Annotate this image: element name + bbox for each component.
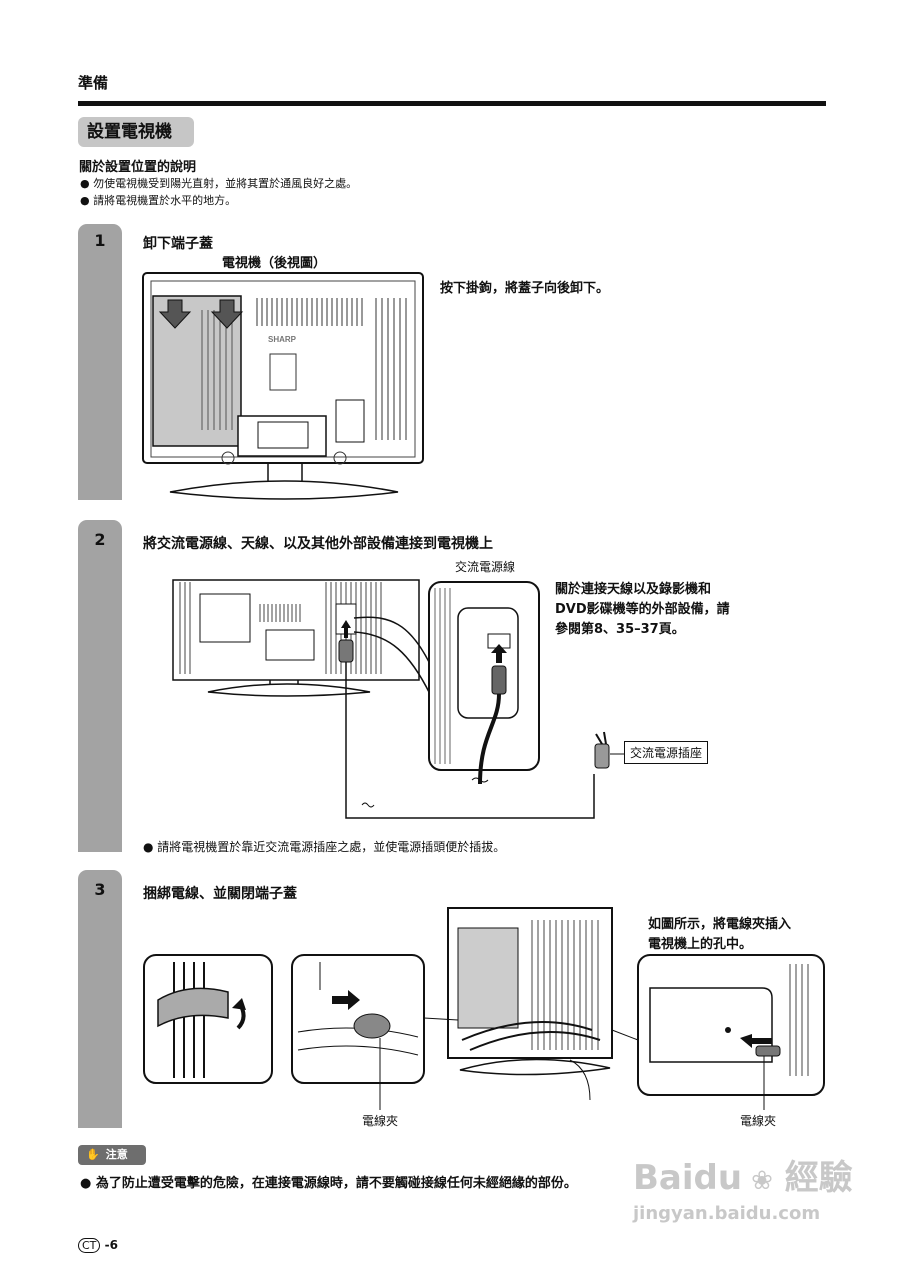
- tv-rear-view-illustration: SHARP: [142, 272, 424, 500]
- curved-arrow-icon: [232, 998, 246, 1030]
- down-arrow-icon: [158, 299, 192, 329]
- up-arrow-icon: [341, 620, 351, 638]
- power-connection-illustration: [172, 579, 624, 819]
- brand-logo: SHARP: [268, 335, 297, 344]
- caution-tag: ✋ 注意: [78, 1145, 146, 1165]
- clamp-detail-panel: [143, 954, 273, 1084]
- placement-heading: 關於設置位置的說明: [79, 160, 197, 175]
- baidu-watermark: Baidu ❀ 經驗 jingyan.baidu.com: [633, 1150, 863, 1250]
- down-arrow-icon: [210, 299, 244, 329]
- placement-bullet-1: ● 勿使電視機受到陽光直射，並將其置於通風良好之處。: [80, 177, 358, 190]
- wall-outlet-plug-icon: [594, 731, 610, 769]
- watermark-brand: Baidu: [633, 1158, 743, 1198]
- placement-bullet-2: ● 請將電視機置於水平的地方。: [80, 194, 237, 207]
- instruction-line: 電視機上的孔中。: [648, 937, 753, 952]
- step-1-bar: [78, 224, 122, 500]
- instruction-line: 如圖所示，將電線夾插入: [648, 917, 792, 932]
- page-number: -6: [104, 1238, 118, 1252]
- clamp-label-right: 電線夾: [740, 1114, 777, 1128]
- section-header: 準備: [78, 74, 109, 92]
- header-rule: [78, 101, 826, 106]
- watermark-url: jingyan.baidu.com: [633, 1203, 821, 1224]
- up-arrow-icon: [491, 644, 507, 663]
- hand-icon: ✋: [86, 1148, 100, 1161]
- region-code-badge: CT: [78, 1238, 101, 1253]
- step-1-figure-caption: 電視機（後視圖）: [222, 256, 327, 271]
- ac-cord-label: 交流電源線: [455, 560, 516, 574]
- step-3-bar: [78, 870, 122, 1128]
- section-title-tab: 設置電視機: [78, 117, 194, 147]
- power-plug: [338, 639, 354, 663]
- page-footer: CT -6: [78, 1238, 118, 1253]
- step-1-instruction: 按下掛鉤，將蓋子向後卸下。: [440, 281, 610, 296]
- watermark-product: 經驗: [784, 1158, 853, 1198]
- step-2-bar: [78, 520, 122, 852]
- info-line: 關於連接天線以及錄影機和: [555, 582, 712, 597]
- step-1-title: 卸下端子蓋: [143, 236, 213, 252]
- step-2-bullet: ● 請將電視機置於靠近交流電源插座之處，並使電源插頭便於插拔。: [143, 840, 506, 854]
- left-arrow-icon: [740, 1034, 772, 1048]
- step-3-instruction: 如圖所示，將電線夾插入 電視機上的孔中。: [648, 915, 791, 955]
- power-cable: [345, 662, 595, 819]
- step-2-number: 2: [94, 530, 106, 549]
- clamp-label-left: 電線夾: [362, 1114, 399, 1128]
- caution-text: ● 為了防止遭受電擊的危險，在連接電源線時，請不要觸碰接線任何未經絕緣的部份。: [80, 1176, 577, 1191]
- caution-tag-label: 注意: [105, 1148, 128, 1161]
- tv-stand: [169, 480, 399, 500]
- step-2-info: 關於連接天線以及錄影機和 DVD影碟機等的外部設備，請 參閱第8、35–37頁。: [555, 580, 730, 640]
- cable-clamp-illustration: [143, 907, 825, 1110]
- paw-icon: ❀: [742, 1166, 773, 1196]
- step-1-number: 1: [94, 231, 106, 250]
- info-line: DVD影碟機等的外部設備，請: [555, 602, 730, 617]
- step-3-number: 3: [94, 880, 106, 899]
- ac-outlet-label: 交流電源插座: [624, 741, 709, 764]
- right-arrow-icon: [332, 990, 360, 1010]
- info-line: 參閱第8、35–37頁。: [555, 622, 685, 637]
- step-3-title: 捆綁電線、並關閉端子蓋: [143, 886, 297, 902]
- step-2-title: 將交流電源線、天線、以及其他外部設備連接到電視機上: [143, 536, 493, 552]
